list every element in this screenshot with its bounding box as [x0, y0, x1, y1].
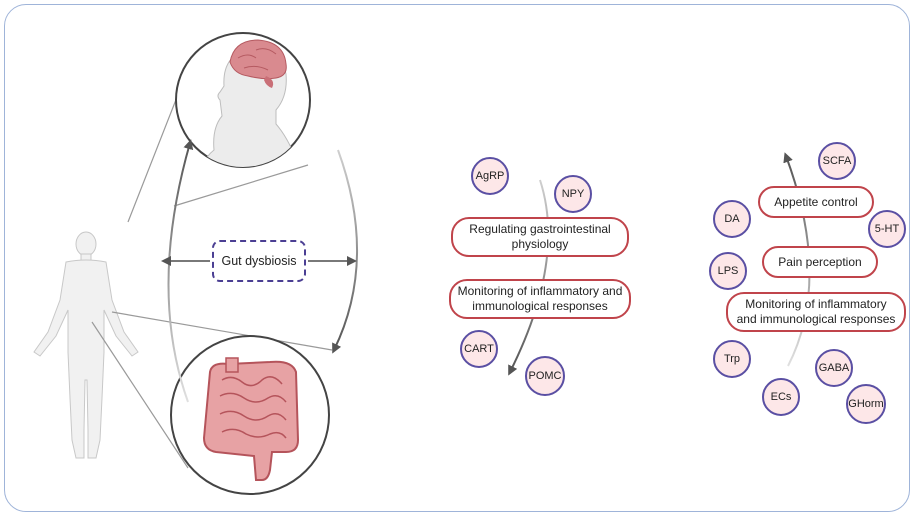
pill-appetite-control: Appetite control [758, 186, 874, 218]
brain-to-gut-arrow [332, 149, 359, 354]
intestine-icon [170, 335, 330, 495]
node-cart: CART [460, 330, 498, 368]
pill-monitoring-inflammatory-left: Monitoring of inflammatory and immunolog… [449, 279, 631, 319]
gut-to-brain-arrow [167, 139, 194, 403]
figure-frame [4, 4, 910, 512]
node-da: DA [713, 200, 751, 238]
node-trp: Trp [713, 340, 751, 378]
pill-regulating-gi-physiology: Regulating gastrointestinal physiology [451, 217, 629, 257]
gut-dysbiosis-box: Gut dysbiosis [212, 240, 306, 282]
node-npy: NPY [554, 175, 592, 213]
node-lps: LPS [709, 252, 747, 290]
node-pomc: POMC [525, 356, 565, 396]
node-agrp: AgRP [471, 157, 509, 195]
pill-pain-perception: Pain perception [762, 246, 878, 278]
node-scfa: SCFA [818, 142, 856, 180]
left-group-arrow [508, 179, 550, 376]
node-ecs: ECs [762, 378, 800, 416]
pill-monitoring-inflammatory-right: Monitoring of inflammatory and immunolog… [726, 292, 906, 332]
head-brain-icon [175, 32, 311, 168]
node-5ht: 5-HT [868, 210, 906, 248]
node-ghorm: GHorm [846, 384, 886, 424]
human-body-icon [33, 231, 139, 459]
node-gaba: GABA [815, 349, 853, 387]
